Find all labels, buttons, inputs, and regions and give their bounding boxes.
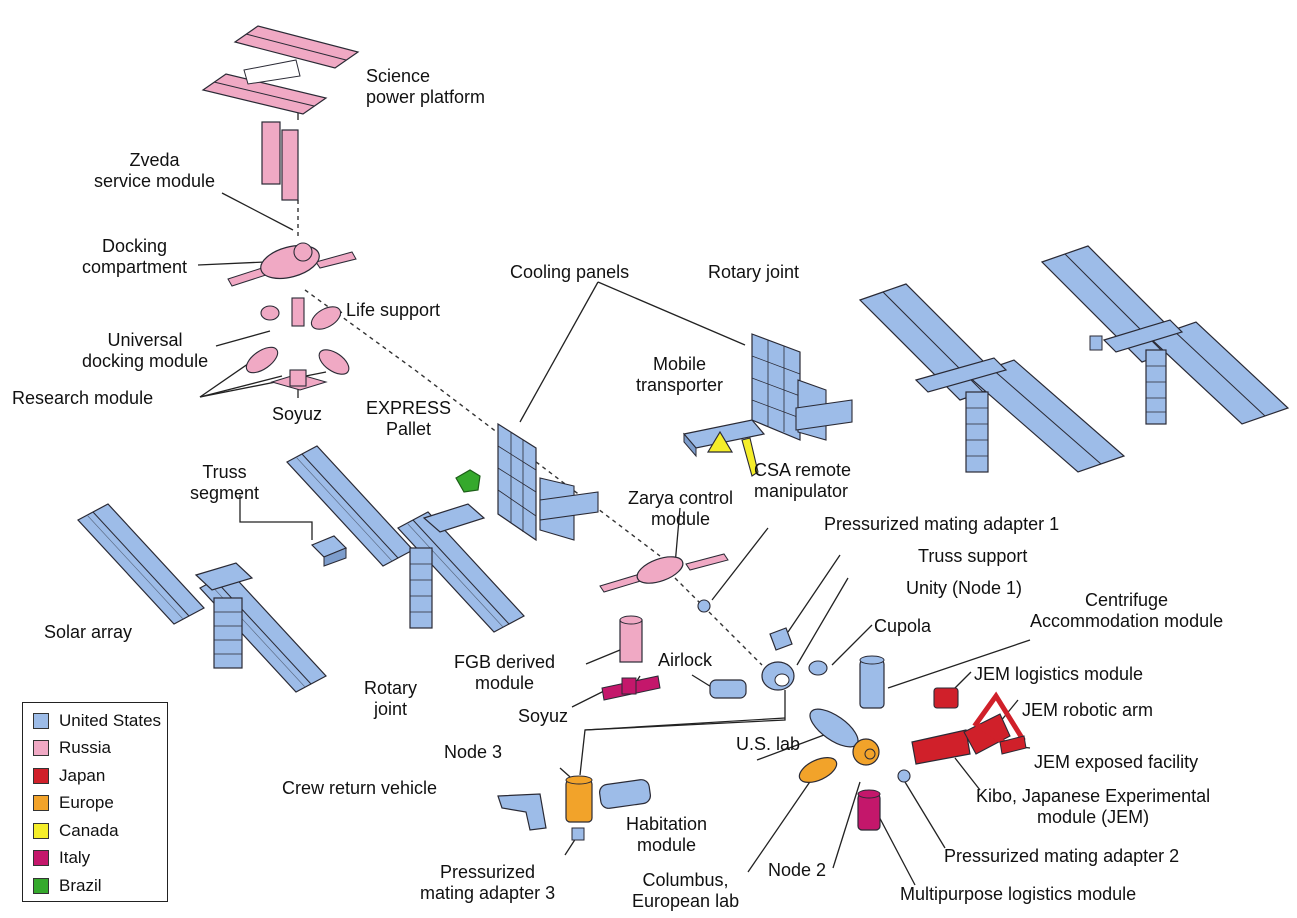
label-mobile-transporter: Mobile transporter <box>636 354 724 395</box>
left-solar-array <box>77 503 327 693</box>
right-solar-array <box>858 283 1126 473</box>
legend-item-japan: Japan <box>33 762 167 790</box>
legend-swatch <box>33 712 49 729</box>
label-cupola: Cupola <box>874 616 932 636</box>
label-multipurpose-logistics-module: Multipurpose logistics module <box>900 884 1137 904</box>
truss-segment <box>310 535 348 567</box>
legend-swatch <box>33 822 49 839</box>
label-research-module: Research module <box>12 388 154 408</box>
leader-lines <box>197 104 1031 886</box>
csa-remote-manipulator <box>741 437 759 477</box>
legend-item-united-states: United States <box>33 707 167 735</box>
label-express-pallet: EXPRESS Pallet <box>366 398 452 439</box>
label-life-support: Life support <box>346 300 441 320</box>
label-jem-robotic-arm: JEM robotic arm <box>1022 700 1154 720</box>
label-science-power-platform: Science power platform <box>366 66 486 107</box>
country-legend: United States Russia Japan Europe Canada… <box>22 702 168 902</box>
label-truss-support: Truss support <box>918 546 1028 566</box>
label-pma1: Pressurized mating adapter 1 <box>824 514 1060 534</box>
cooling-panel-left <box>497 422 599 542</box>
label-universal-docking-module: Universal docking module <box>82 330 209 371</box>
legend-item-europe: Europe <box>33 790 167 818</box>
label-jem-logistics-module: JEM logistics module <box>974 664 1144 684</box>
label-node2: Node 2 <box>768 860 827 880</box>
lower-left-modules <box>497 775 651 841</box>
legend-item-brazil: Brazil <box>33 872 167 900</box>
center-solar-array <box>286 445 525 633</box>
label-soyuz-top: Soyuz <box>272 404 323 424</box>
legend-item-canada: Canada <box>33 817 167 845</box>
label-us-lab: U.S. lab <box>736 734 801 754</box>
legend-label: Brazil <box>59 875 102 895</box>
legend-swatch <box>33 740 49 757</box>
label-rotary-joint-bottom: Rotary joint <box>364 678 418 719</box>
legend-item-russia: Russia <box>33 735 167 763</box>
legend-label: Canada <box>59 820 119 840</box>
cooling-panel-right <box>751 333 853 441</box>
legend-swatch <box>33 877 49 894</box>
far-right-solar-array <box>1040 245 1290 425</box>
russian-segment <box>227 242 357 391</box>
legend-label: Russia <box>59 738 111 758</box>
legend-item-italy: Italy <box>33 845 167 873</box>
label-jem-exposed-facility: JEM exposed facility <box>1034 752 1199 772</box>
science-power-platform <box>201 25 360 201</box>
label-csa-remote-manipulator: CSA remote manipulator <box>754 460 852 501</box>
label-fgb-derived-module: FGB derived module <box>454 652 556 693</box>
legend-swatch <box>33 767 49 784</box>
label-pma2: Pressurized mating adapter 2 <box>944 846 1180 866</box>
express-pallet <box>455 469 481 493</box>
pma1 <box>697 599 711 613</box>
assembly-axis <box>297 200 763 666</box>
label-unity-node1: Unity (Node 1) <box>906 578 1023 598</box>
label-crew-return-vehicle: Crew return vehicle <box>282 778 438 798</box>
label-cooling-panels: Cooling panels <box>510 262 630 282</box>
label-node3: Node 3 <box>444 742 503 762</box>
mobile-transporter <box>682 419 766 458</box>
label-solar-array: Solar array <box>44 622 133 642</box>
legend-swatch <box>33 850 49 867</box>
zarya-module <box>599 553 729 593</box>
label-docking-compartment: Docking compartment <box>82 236 188 277</box>
label-rotary-joint-top: Rotary joint <box>708 262 800 282</box>
legend-label: Europe <box>59 793 114 813</box>
label-columbus-european-lab: Columbus, European lab <box>632 870 740 911</box>
legend-swatch <box>33 795 49 812</box>
japanese-modules <box>911 687 1027 765</box>
legend-label: United States <box>59 710 162 730</box>
label-zarya-control-module: Zarya control module <box>628 488 734 529</box>
label-kibo: Kibo, Japanese Experimental module (JEM) <box>976 786 1211 827</box>
label-airlock: Airlock <box>658 650 713 670</box>
label-pma3: Pressurized mating adapter 3 <box>420 862 556 903</box>
label-centrifuge-accommodation-module: Centrifuge Accommodation module <box>1030 590 1224 631</box>
label-habitation-module: Habitation module <box>626 814 708 855</box>
label-soyuz-bottom: Soyuz <box>518 706 569 726</box>
label-truss-segment: Truss segment <box>190 462 260 503</box>
central-modules <box>601 615 911 831</box>
label-zvezda-service-module: Zveda service module <box>94 150 216 191</box>
node3-connector <box>584 717 786 731</box>
legend-label: Japan <box>59 765 106 785</box>
legend-label: Italy <box>59 848 91 868</box>
